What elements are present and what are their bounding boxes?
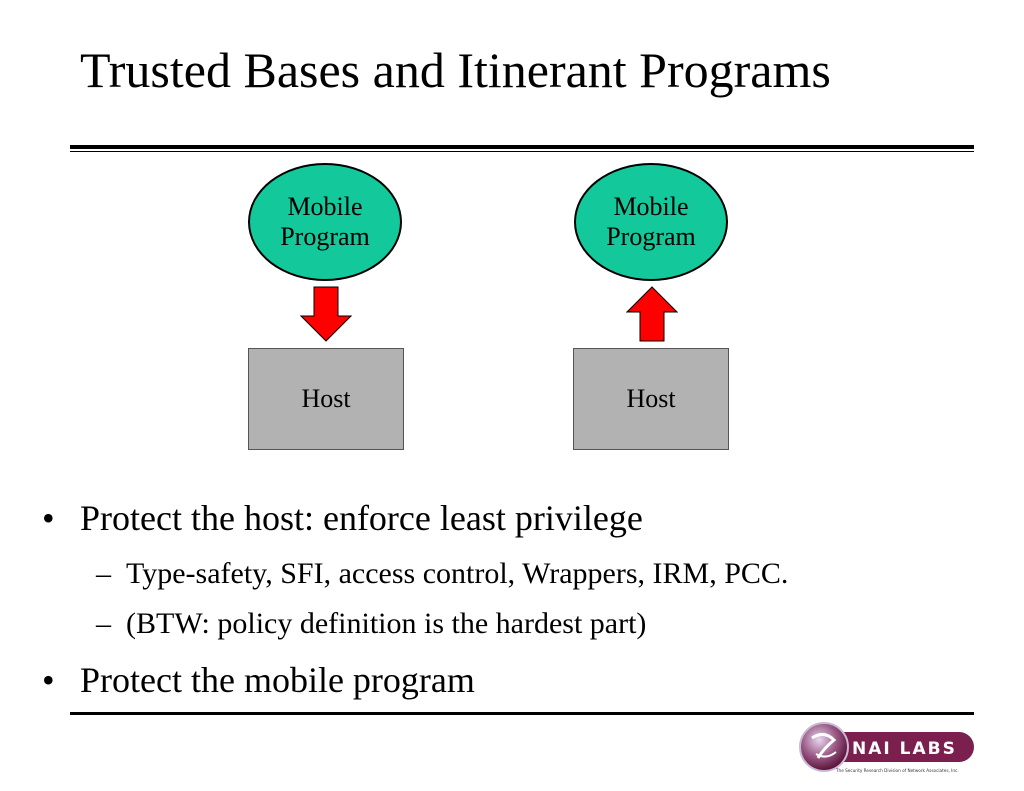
title-divider	[70, 145, 974, 149]
arrow-down-icon	[300, 286, 352, 342]
mobile-program-label-right: Mobile Program	[606, 192, 696, 251]
bullet-marker: •	[42, 498, 55, 538]
host-box-left: Host	[248, 348, 404, 450]
bullet-list: • Protect the host: enforce least privil…	[40, 495, 980, 703]
slide-title: Trusted Bases and Itinerant Programs	[80, 42, 831, 98]
mobile-program-label-left: Mobile Program	[280, 192, 370, 251]
logo-tagline: The Security Research Division of Networ…	[835, 768, 959, 773]
host-box-right: Host	[573, 348, 729, 450]
footer-divider	[70, 712, 974, 715]
arrow-up-icon	[626, 286, 678, 342]
sub-bullet-item: – Type-safety, SFI, access control, Wrap…	[40, 555, 980, 593]
host-label-right: Host	[626, 384, 676, 413]
sub-bullet-item: – (BTW: policy definition is the hardest…	[40, 605, 980, 643]
sub-bullet-text: (BTW: policy definition is the hardest p…	[126, 607, 647, 640]
mobile-program-ellipse-left: Mobile Program	[248, 163, 402, 281]
bullet-text: Protect the mobile program	[80, 660, 475, 700]
sub-bullet-text: Type-safety, SFI, access control, Wrappe…	[126, 557, 789, 590]
bullet-item: • Protect the host: enforce least privil…	[40, 495, 980, 541]
sub-bullet-marker: –	[96, 607, 111, 640]
bullet-marker: •	[42, 660, 55, 700]
bullet-text: Protect the host: enforce least privileg…	[80, 498, 643, 538]
bullet-item: • Protect the mobile program	[40, 657, 980, 703]
mobile-program-ellipse-right: Mobile Program	[574, 163, 728, 281]
nai-labs-logo: NAI LABS The Security Research Division …	[799, 722, 974, 773]
host-label-left: Host	[301, 384, 351, 413]
sub-bullet-marker: –	[96, 557, 111, 590]
logo-name: NAI LABS	[852, 739, 957, 759]
title-divider-thin	[70, 151, 974, 152]
